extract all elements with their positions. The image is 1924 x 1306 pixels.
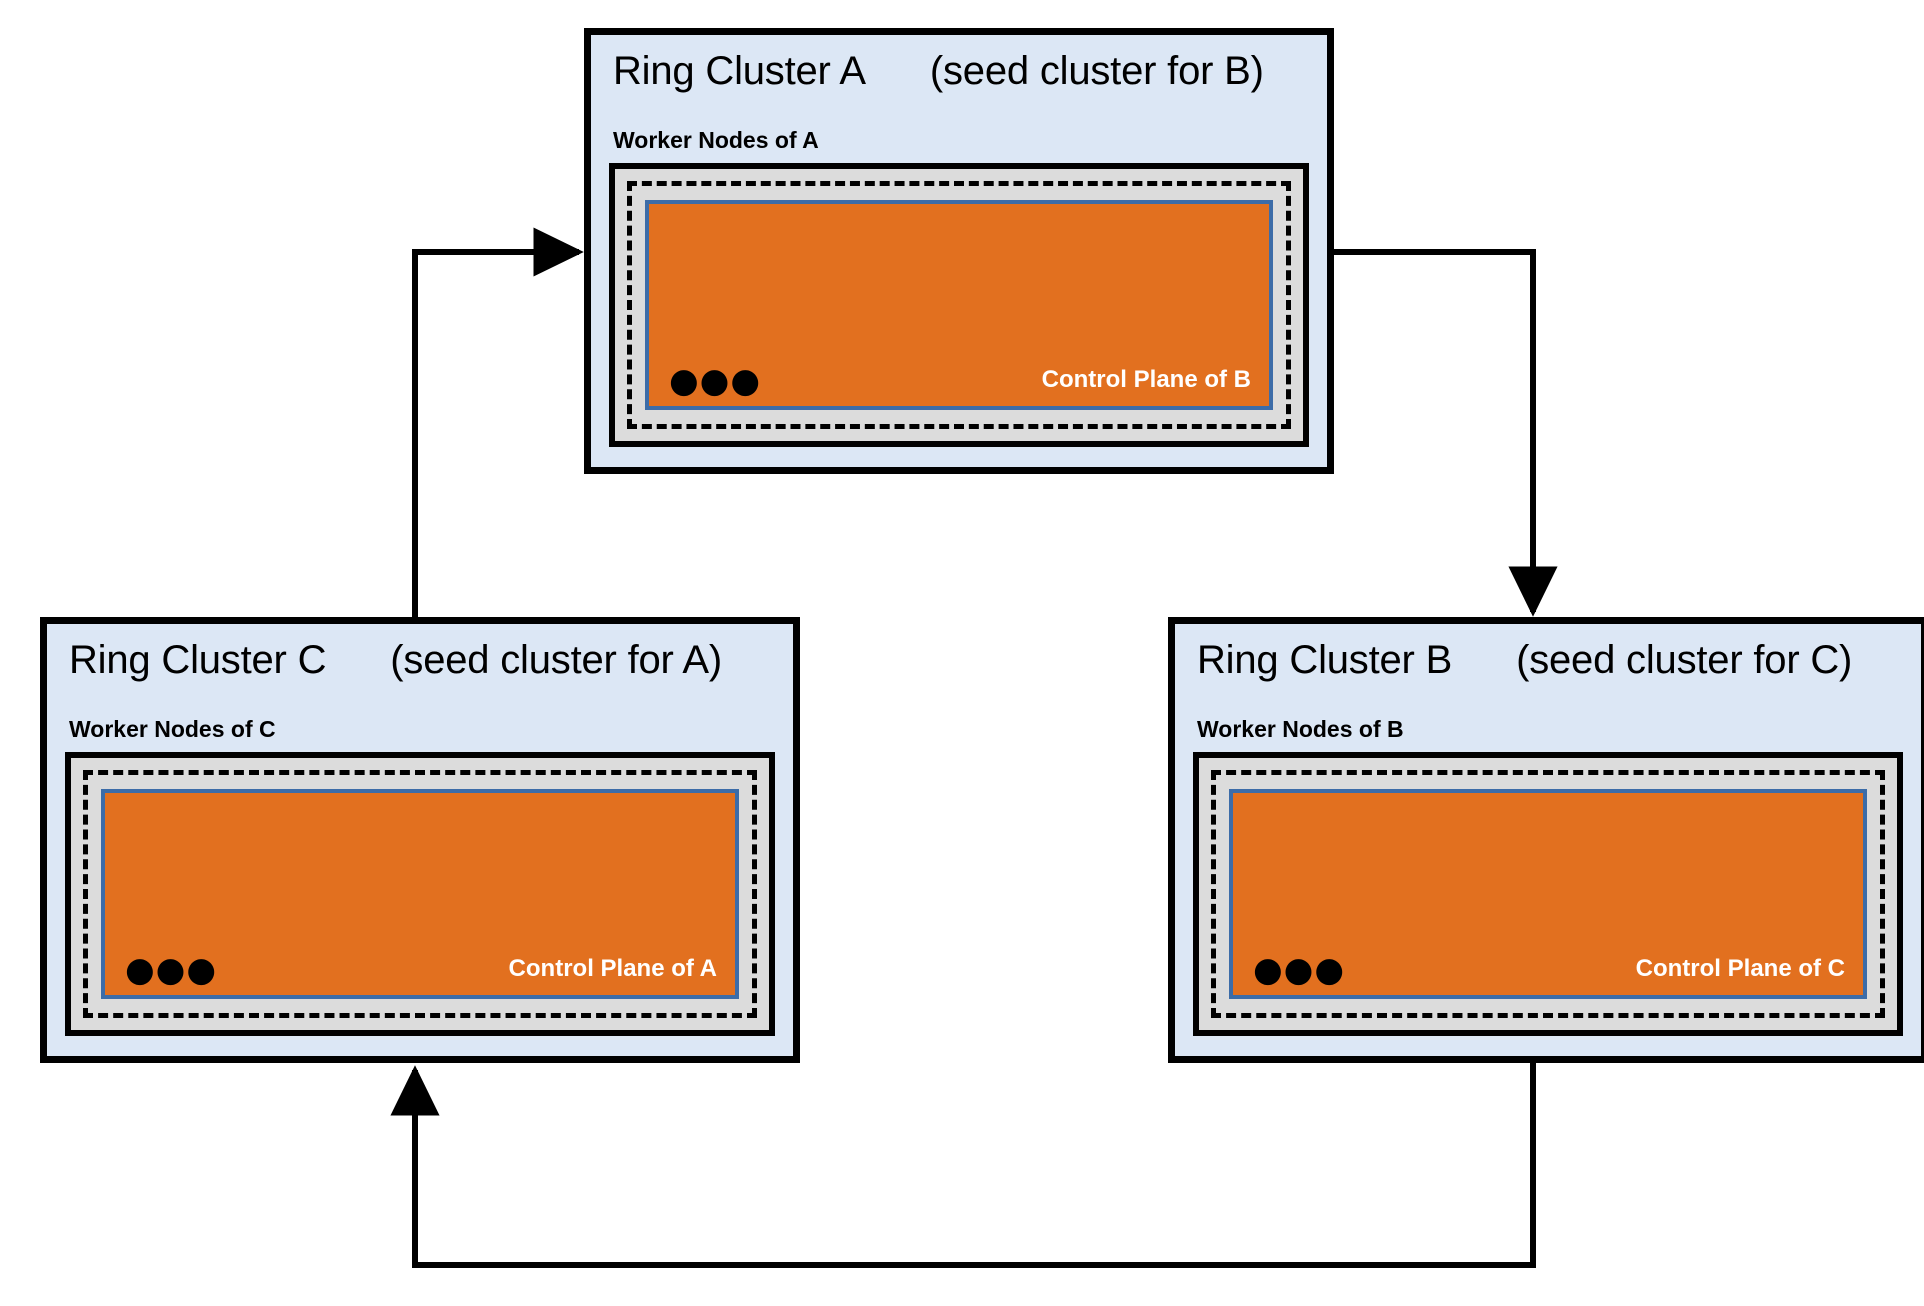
cluster-box-a[interactable]: Ring Cluster A (seed cluster for B) Worke… <box>584 28 1334 474</box>
cluster-box-c[interactable]: Ring Cluster C (seed cluster for A) Worke… <box>40 617 800 1063</box>
cluster-title-a: Ring Cluster A (seed cluster for B) <box>613 49 1264 94</box>
control-plane-box-a[interactable]: ●●● Control Plane of B <box>645 200 1273 410</box>
arrow-b-to-c <box>390 1063 1536 1268</box>
node-boundary-c: ●●● Control Plane of A <box>83 770 757 1018</box>
worker-nodes-label-c: Worker Nodes of C <box>69 716 276 742</box>
control-plane-label-b: Control Plane of C <box>1635 955 1845 982</box>
cluster-box-b[interactable]: Ring Cluster B (seed cluster for C) Worke… <box>1168 617 1924 1063</box>
worker-nodes-label-a: Worker Nodes of A <box>613 127 819 153</box>
cluster-name-b: Ring Cluster B <box>1197 638 1453 682</box>
control-plane-box-b[interactable]: ●●● Control Plane of C <box>1229 789 1867 999</box>
ellipsis-dots-icon: ●●● <box>669 361 762 401</box>
ellipsis-dots-icon: ●●● <box>125 950 218 990</box>
control-plane-label-c: Control Plane of A <box>508 955 717 982</box>
cluster-seed-note-b: (seed cluster for C) <box>1516 638 1853 682</box>
worker-nodes-box-c: ●●● Control Plane of A <box>65 752 775 1036</box>
node-boundary-b: ●●● Control Plane of C <box>1211 770 1885 1018</box>
arrow-c-to-a <box>412 227 584 617</box>
worker-nodes-box-a: ●●● Control Plane of B <box>609 163 1309 447</box>
cluster-title-b: Ring Cluster B (seed cluster for C) <box>1197 638 1852 683</box>
ellipsis-dots-icon: ●●● <box>1253 950 1346 990</box>
node-boundary-a: ●●● Control Plane of B <box>627 181 1291 429</box>
cluster-seed-note-c: (seed cluster for A) <box>390 638 722 682</box>
cluster-title-c: Ring Cluster C (seed cluster for A) <box>69 638 722 683</box>
worker-nodes-label-b: Worker Nodes of B <box>1197 716 1404 742</box>
worker-nodes-box-b: ●●● Control Plane of C <box>1193 752 1903 1036</box>
control-plane-box-c[interactable]: ●●● Control Plane of A <box>101 789 739 999</box>
arrow-a-to-b <box>1334 249 1558 617</box>
cluster-name-c: Ring Cluster C <box>69 638 327 682</box>
control-plane-label-a: Control Plane of B <box>1041 366 1251 393</box>
cluster-seed-note-a: (seed cluster for B) <box>929 49 1264 93</box>
cluster-name-a: Ring Cluster A <box>613 49 866 93</box>
